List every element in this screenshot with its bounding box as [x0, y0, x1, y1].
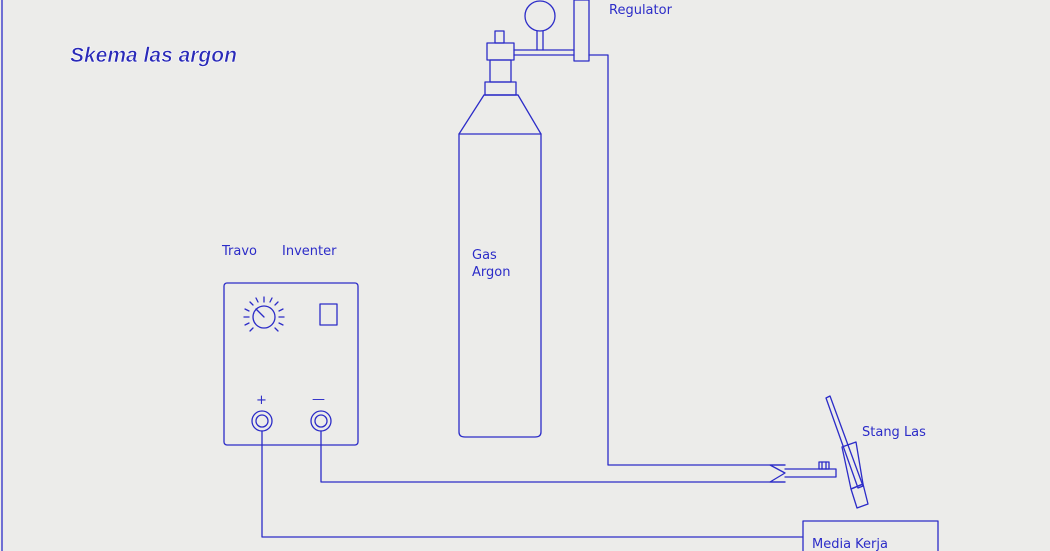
gas-cylinder — [458, 30, 542, 438]
plus-sign: + — [256, 393, 267, 408]
regulator-gauge-icon — [524, 0, 556, 32]
negative-terminal — [310, 410, 332, 432]
regulator — [513, 0, 590, 62]
welding-torch — [769, 395, 869, 509]
travo-label: Travo — [221, 244, 257, 259]
media-kerja-label: Media Kerja — [812, 537, 888, 551]
stang-las-label: Stang Las — [862, 425, 926, 440]
gas-hose — [588, 54, 786, 466]
travo-inventer — [223, 282, 359, 446]
negative-cable — [320, 430, 786, 483]
argon-label: Argon — [472, 265, 510, 280]
page-title: Skema las argon — [70, 44, 237, 67]
positive-cable — [261, 430, 804, 538]
control-knob-icon — [252, 305, 276, 329]
inventer-label: Inventer — [282, 244, 337, 259]
power-switch — [319, 303, 338, 326]
media-kerja-box — [802, 520, 939, 551]
knob-ticks — [243, 296, 285, 332]
minus-sign: — — [312, 392, 325, 407]
gas-label: Gas — [472, 248, 497, 263]
positive-terminal — [251, 410, 273, 432]
regulator-label: Regulator — [609, 3, 673, 18]
